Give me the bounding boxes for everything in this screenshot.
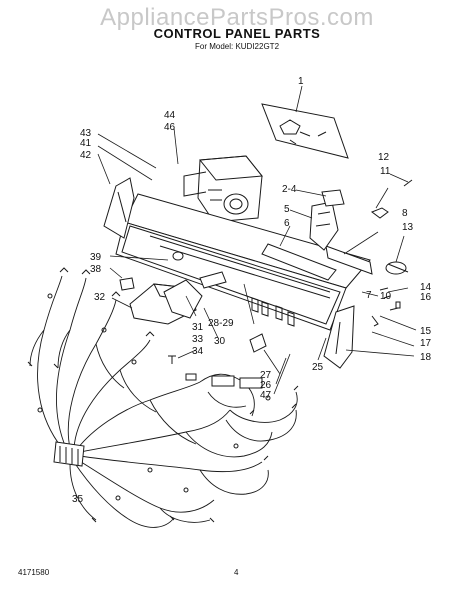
part-knob [385,261,409,275]
part-bracket [309,201,339,251]
part-control-panel-housing [115,193,373,331]
part-wire-harness [27,267,299,528]
callout-12: 12 [378,152,390,163]
callout-30: 30 [214,336,226,347]
callout-17: 17 [420,338,432,349]
callout-5: 5 [284,204,290,215]
callout-14: 14 [420,282,432,293]
leader-lines [97,85,417,395]
callout-47: 47 [260,390,272,401]
callout-43: 43 [80,128,92,139]
callout-35: 35 [72,494,84,505]
callout-34: 34 [192,346,204,357]
callout-10: 10 [380,291,392,302]
callout-44: 44 [164,110,176,121]
callout-18: 18 [420,352,432,363]
callout-33: 33 [192,334,204,345]
callout-13: 13 [402,222,414,233]
part-switch [321,189,345,207]
callout-2-4: 2-4 [282,184,297,195]
page-number: 4 [234,568,239,577]
callout-28-29: 28-29 [208,318,234,329]
callout-11: 11 [380,166,391,177]
callout-labels: 1 2-4 5 6 7 8 10 11 12 13 14 15 16 17 18… [72,76,432,505]
part-screw-33 [168,355,176,364]
callout-15: 15 [420,326,432,337]
callout-7: 7 [366,290,372,301]
part-screws-right [371,287,401,327]
part-right-end-cap [323,305,355,369]
callout-39: 39 [90,252,102,263]
callout-1: 1 [298,76,304,87]
callout-25: 25 [312,362,324,373]
callout-26: 26 [260,380,272,391]
document-number: 4171580 [18,568,50,577]
model-subtitle: For Model: KUDI22GT2 [194,42,280,51]
callout-27: 27 [260,370,272,381]
part-screw-clip [370,179,413,219]
part-button-pair [199,271,227,289]
callout-8: 8 [402,208,408,219]
part-circuit-board [261,103,349,159]
callout-42: 42 [80,150,92,161]
part-timer-motor [183,155,263,223]
part-slider [249,333,267,353]
part-clip [185,373,197,381]
callout-16: 16 [420,292,432,303]
callout-38: 38 [90,264,102,275]
callout-46: 46 [164,122,176,133]
callout-6: 6 [284,218,290,229]
page-title: CONTROL PANEL PARTS [153,26,321,41]
callout-41: 41 [80,138,92,149]
callout-32: 32 [94,292,106,303]
part-small-knob [119,277,135,291]
callout-31: 31 [192,322,204,333]
part-left-end-cap [103,177,135,239]
